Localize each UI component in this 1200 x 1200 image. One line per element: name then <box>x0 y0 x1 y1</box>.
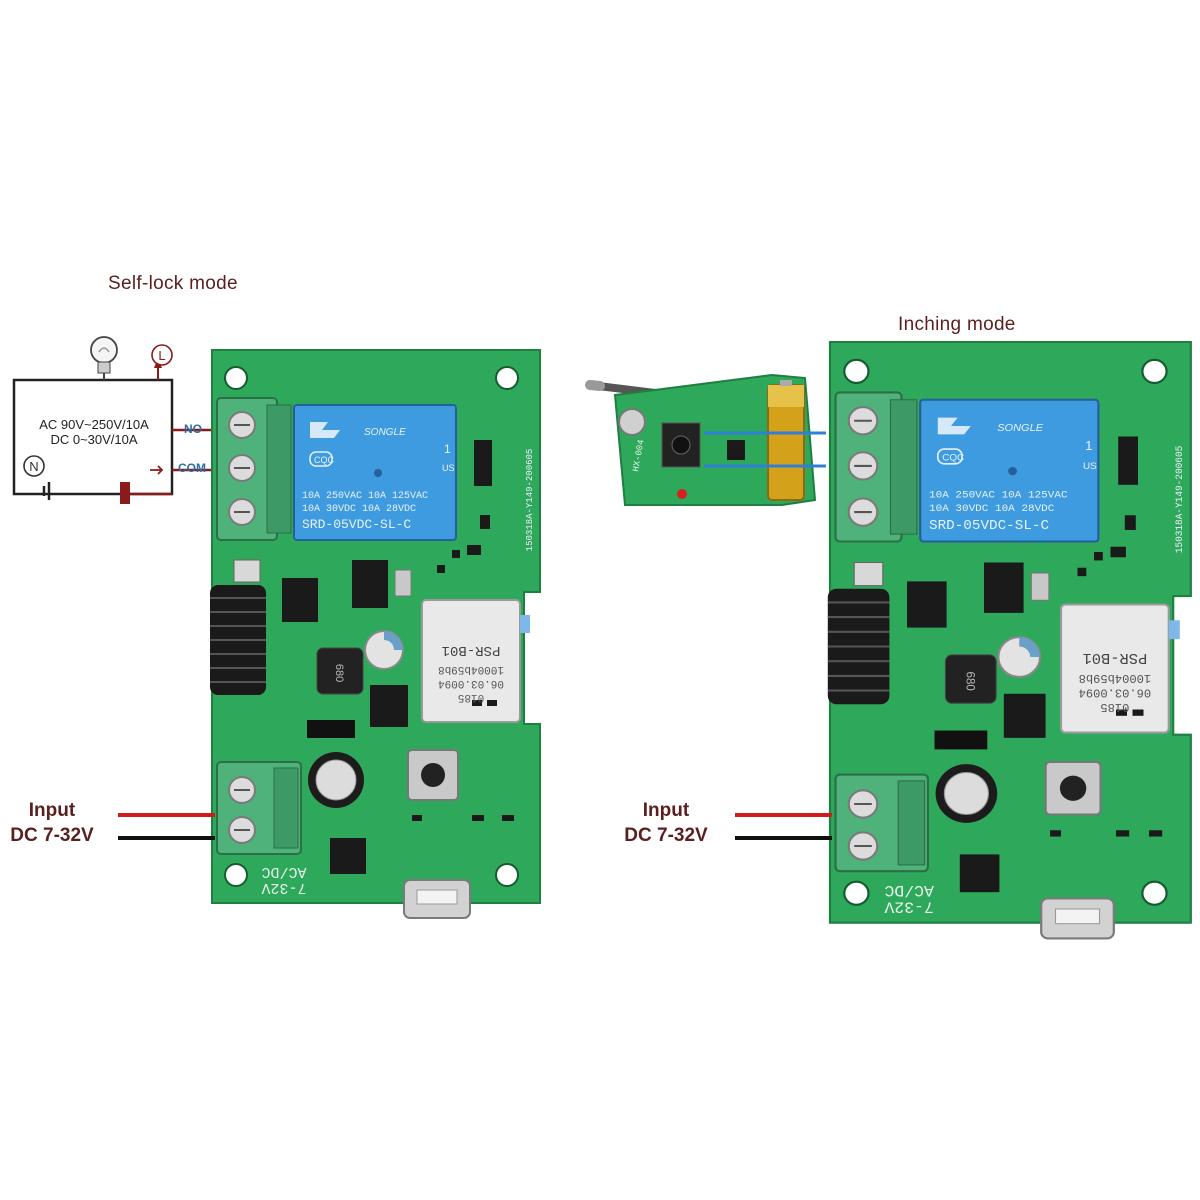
live-symbol-icon: L <box>151 344 173 366</box>
left-module-line3: 10004b59b8 <box>438 663 504 675</box>
right-module-line4: PSR-B01 <box>1083 649 1148 667</box>
left-input-voltage: DC 7-32V <box>10 825 94 846</box>
remote-pcb <box>613 373 817 506</box>
left-module-line2: 06.03.0094 <box>438 677 504 689</box>
right-relay-rating-2: 10A 30VDC 10A 28VDC <box>929 503 1054 515</box>
battery-icon <box>767 380 805 501</box>
left-relay-brand: SONGLE <box>364 427 406 438</box>
neutral-symbol-icon: N <box>23 455 45 477</box>
left-inductor-code: 680 <box>333 664 345 682</box>
left-relay-ul: US <box>442 463 455 473</box>
left-module-line4: PSR-B01 <box>442 642 501 658</box>
right-relay-cqc: CQC <box>942 453 964 464</box>
right-input-title: Input <box>642 800 690 821</box>
right-side-code: 150318A-Y149-200605 <box>1174 446 1185 554</box>
left-relay-cqc: CQC <box>314 455 335 465</box>
circuit-outline <box>12 378 174 496</box>
remote-control: HX-004 <box>585 373 817 506</box>
left-side-code: 150318A-Y149-200605 <box>525 449 535 552</box>
self-lock-mode-caption: Self-lock mode <box>108 273 238 294</box>
left-relay-rating-1: 10A 250VAC 10A 125VAC <box>302 491 428 502</box>
left-relay-rating-2: 10A 30VDC 10A 28VDC <box>302 504 416 515</box>
com-label: COM <box>178 461 206 475</box>
live-symbol-text: L <box>158 348 165 363</box>
left-silk-acdc: AC/DC <box>261 863 306 880</box>
left-module-line1: 0185 <box>458 691 484 703</box>
left-relay-model: SRD-05VDC-SL-C <box>302 517 411 532</box>
right-relay-ul: US <box>1083 461 1097 472</box>
left-relay-num: 1 <box>444 442 451 456</box>
right-module-line1: 0185 <box>1100 700 1129 714</box>
right-input-voltage: DC 7-32V <box>624 825 708 846</box>
right-module-line3: 10004b59b8 <box>1079 671 1152 685</box>
right-relay-num: 1 <box>1085 438 1092 453</box>
right-relay-model: SRD-05VDC-SL-C <box>929 518 1049 534</box>
com-arrow <box>150 465 164 475</box>
right-relay-rating-1: 10A 250VAC 10A 125VAC <box>929 490 1068 502</box>
no-label: NO <box>184 422 202 436</box>
left-input-label: Input DC 7-32V <box>4 798 100 848</box>
left-relay-board: SONGLE CQC 1 US 10A 250VAC 10A 125VAC 10… <box>209 349 541 919</box>
self-lock-wiring: L N AC 90V~250V/10A DC 0~30V/10A NO COM <box>12 336 216 504</box>
bulb-icon <box>90 336 118 380</box>
right-relay-brand: SONGLE <box>997 422 1044 434</box>
right-silk-voltage: 7-32V <box>884 898 934 916</box>
supply-terminal <box>120 482 130 504</box>
right-relay-board: SONGLE CQC 1 US 10A 250VAC 10A 125VAC 10… <box>826 340 1192 940</box>
right-input-label: Input DC 7-32V <box>618 798 714 848</box>
right-module-line2: 06.03.0094 <box>1079 686 1152 700</box>
rating-ac: AC 90V~250V/10A <box>39 417 149 432</box>
rating-dc: DC 0~30V/10A <box>50 432 137 447</box>
inching-mode-caption: Inching mode <box>898 314 1016 335</box>
right-silk-acdc: AC/DC <box>884 881 933 899</box>
left-input-title: Input <box>28 800 76 821</box>
right-inductor-code: 680 <box>963 672 977 692</box>
neutral-symbol-text: N <box>29 459 38 474</box>
left-silk-voltage: 7-32V <box>261 879 306 896</box>
